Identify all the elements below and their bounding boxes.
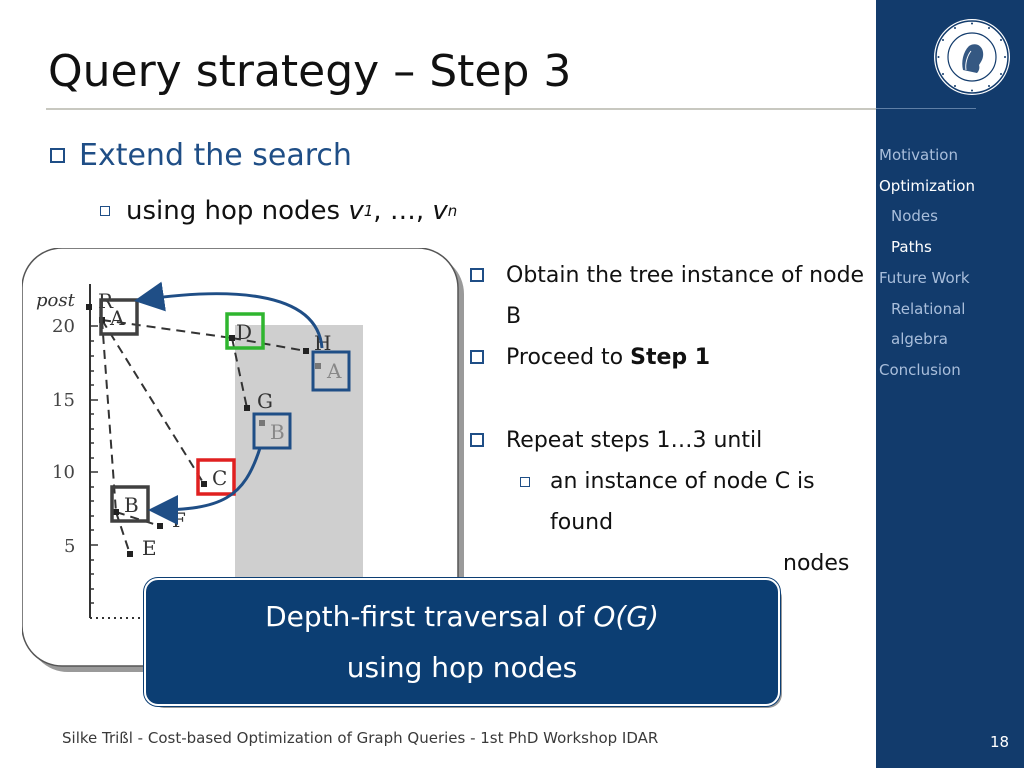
y-tick-label: 10 xyxy=(52,462,75,483)
list-item-text: an instance of node C is found xyxy=(550,469,815,535)
university-seal-logo xyxy=(934,19,1010,95)
bullet-text-prefix: using hop nodes xyxy=(126,196,349,226)
nav-item-nodes[interactable]: Nodes xyxy=(891,207,938,226)
tree-edges xyxy=(101,319,307,555)
bullet-text: Extend the search xyxy=(79,138,352,173)
callout-line-2: using hop nodes xyxy=(346,651,578,684)
steps-list: Obtain the tree instance of node B Proce… xyxy=(470,255,870,584)
sidebar-nav: Motivation Optimization Nodes Paths Futu… xyxy=(879,140,1019,386)
node-label-e: E xyxy=(142,536,157,560)
node-label-c: C xyxy=(212,466,227,490)
list-item: Proceed to Step 1 xyxy=(470,337,870,378)
sub-list-item: an instance of node C is found xyxy=(520,461,840,543)
nav-item-algebra[interactable]: algebra xyxy=(891,330,948,349)
list-item-text: nodes xyxy=(783,551,850,576)
slide-title: Query strategy – Step 3 xyxy=(48,46,572,97)
list-item: Repeat steps 1…3 until xyxy=(470,420,870,461)
node-label-f: F xyxy=(172,508,186,532)
var-v: v xyxy=(432,196,448,226)
title-divider xyxy=(46,108,876,110)
node-box-c xyxy=(196,458,236,496)
nav-item-optimization[interactable]: Optimization xyxy=(879,176,975,195)
node-box-d xyxy=(225,312,265,350)
list-item-text: Obtain the tree instance of node B xyxy=(506,263,865,329)
footer-text: Silke Trißl - Cost-based Optimization of… xyxy=(62,729,659,747)
bullet-extend-search: Extend the search xyxy=(50,138,352,173)
square-bullet-icon xyxy=(520,477,530,487)
square-bullet-icon xyxy=(50,148,65,163)
list-item-text: Proceed to xyxy=(506,345,631,370)
sub-list-item: nodes xyxy=(783,543,870,584)
sidebar xyxy=(876,0,1024,768)
node-label-a: A xyxy=(109,306,125,330)
callout-line-1: Depth-first traversal of O(G) xyxy=(265,600,659,633)
node-label-b: B xyxy=(124,493,139,517)
node-box-b-instance xyxy=(252,412,292,450)
y-tick-label: 5 xyxy=(64,536,75,557)
node-box-a-instance xyxy=(311,350,351,392)
node-box-b xyxy=(110,485,150,523)
nav-item-conclusion[interactable]: Conclusion xyxy=(879,360,961,379)
node-label-a-instance: A xyxy=(326,359,342,383)
node-label-g: G xyxy=(257,389,273,413)
var-v: v xyxy=(348,196,364,226)
callout-box: Depth-first traversal of O(G) using hop … xyxy=(144,578,780,706)
list-item: Obtain the tree instance of node B xyxy=(470,255,870,337)
nav-item-paths[interactable]: Paths xyxy=(891,238,932,257)
node-label-d: D xyxy=(236,320,252,344)
square-bullet-icon xyxy=(470,433,484,447)
nav-item-future-work[interactable]: Future Work xyxy=(879,268,970,287)
list-item-bold: Step 1 xyxy=(630,345,711,370)
node-box-a xyxy=(99,298,139,336)
node-label-b-instance: B xyxy=(270,420,285,444)
bullet-text-mid: , …, xyxy=(373,196,433,226)
hop-arrow-b xyxy=(148,447,262,525)
nav-item-relational[interactable]: Relational xyxy=(891,299,966,318)
y-axis-label: post xyxy=(36,290,76,311)
square-bullet-icon xyxy=(100,206,110,216)
sub-n: n xyxy=(447,202,458,220)
square-bullet-icon xyxy=(470,350,484,364)
sidebar-divider xyxy=(876,108,976,109)
callout-italic: O(G) xyxy=(593,600,659,633)
y-tick-label: 20 xyxy=(52,316,75,337)
page-number: 18 xyxy=(990,733,1010,751)
list-item-text: Repeat steps 1…3 until xyxy=(506,428,763,453)
y-tick-label: 15 xyxy=(52,390,75,411)
nav-item-motivation[interactable]: Motivation xyxy=(879,146,958,164)
sub-1: 1 xyxy=(363,202,374,220)
square-bullet-icon xyxy=(470,268,484,282)
hop-arrow-a xyxy=(134,281,324,349)
